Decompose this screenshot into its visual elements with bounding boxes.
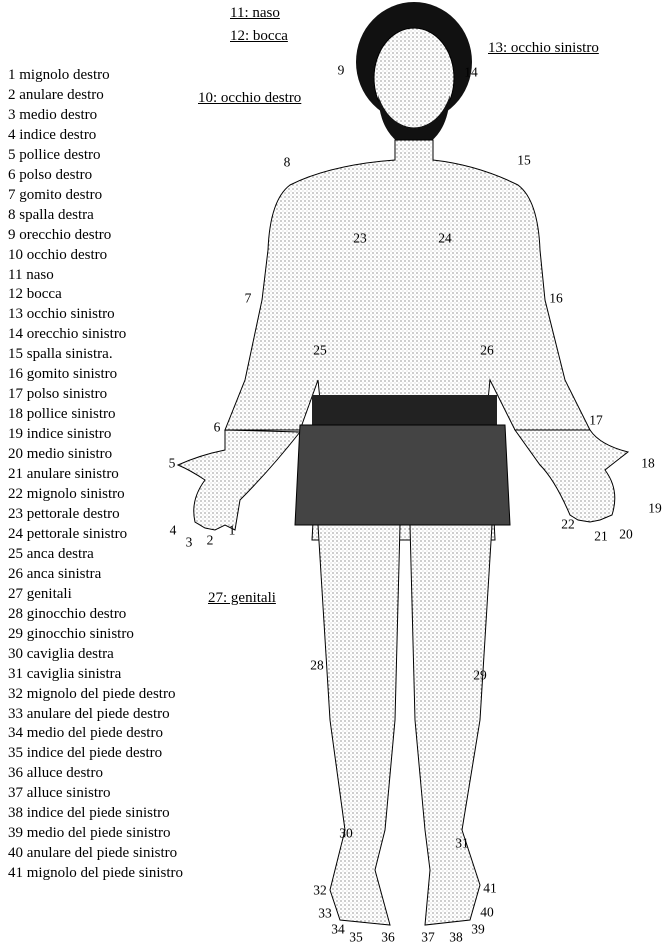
legend-item: 7 gomito destro bbox=[8, 186, 103, 203]
torso bbox=[224, 139, 591, 541]
legs bbox=[317, 524, 493, 926]
legend-item: 35 indice del piede destro bbox=[8, 745, 163, 762]
body-label: 2 bbox=[206, 532, 214, 548]
body-label: 41 bbox=[483, 880, 497, 896]
body-label: 18 bbox=[641, 455, 655, 471]
legend-item: 14 orecchio sinistro bbox=[8, 326, 127, 343]
legend-item: 23 pettorale destro bbox=[8, 505, 120, 522]
body-label: 3 bbox=[185, 534, 193, 550]
body-label: 30 bbox=[339, 825, 353, 841]
legend-item: 27 genitali bbox=[8, 585, 72, 602]
legend-item: 5 pollice destro bbox=[8, 146, 101, 163]
legend-item: 31 caviglia sinistra bbox=[8, 665, 122, 682]
legend-item: 6 polso destro bbox=[8, 166, 93, 183]
body-label: 25 bbox=[313, 342, 327, 358]
legend-item: 18 pollice sinistro bbox=[8, 406, 116, 423]
legend-item: 41 mignolo del piede sinistro bbox=[8, 865, 183, 882]
body-label: 17 bbox=[589, 412, 603, 428]
legend-item: 19 indice sinistro bbox=[8, 426, 112, 443]
callout-genitali: 27: genitali bbox=[208, 590, 276, 606]
body-label: 19 bbox=[648, 500, 662, 516]
legend-item: 32 mignolo del piede destro bbox=[8, 685, 176, 702]
legend-item: 1 mignolo destro bbox=[8, 67, 110, 83]
legend-item: 13 occhio sinistro bbox=[8, 306, 115, 323]
body-label: 34 bbox=[331, 921, 345, 937]
body-label: 38 bbox=[449, 929, 463, 945]
legend-item: 28 ginocchio destro bbox=[8, 605, 127, 622]
body-label: 5 bbox=[168, 455, 176, 471]
legend-item: 4 indice destro bbox=[8, 126, 97, 143]
legend-item: 20 medio sinistro bbox=[8, 446, 113, 463]
left-hand bbox=[514, 429, 630, 523]
legend-item: 3 medio destro bbox=[8, 106, 98, 123]
body-label: 4 bbox=[169, 522, 177, 538]
legend-item: 34 medio del piede destro bbox=[8, 725, 163, 742]
body-label: 21 bbox=[594, 528, 608, 544]
legend-item: 11 naso bbox=[8, 266, 54, 283]
body-label: 31 bbox=[455, 835, 469, 851]
legend-item: 38 indice del piede sinistro bbox=[8, 805, 170, 822]
body-label: 26 bbox=[480, 342, 494, 358]
callout-naso: 11: naso bbox=[230, 5, 280, 21]
body-label: 37 bbox=[421, 929, 435, 945]
skirt bbox=[294, 424, 511, 526]
body-label: 8 bbox=[283, 154, 291, 170]
legend-item: 25 anca destra bbox=[8, 545, 94, 562]
body-label: 22 bbox=[561, 516, 575, 532]
body-label: 40 bbox=[480, 904, 494, 920]
legend-item: 30 caviglia destra bbox=[8, 645, 114, 662]
body-label: 7 bbox=[244, 290, 252, 306]
body-label: 29 bbox=[473, 667, 487, 683]
legend-item: 12 bocca bbox=[8, 286, 62, 303]
callout-occhio-sinistro: 13: occhio sinistro bbox=[488, 40, 599, 56]
body-label: 6 bbox=[213, 419, 221, 435]
legend-item: 22 mignolo sinistro bbox=[8, 486, 125, 503]
body-label: 14 bbox=[464, 64, 478, 80]
legend-list: 1 mignolo destro 2 anulare destro 3 medi… bbox=[8, 66, 183, 884]
body-label: 16 bbox=[549, 290, 563, 306]
body-label: 24 bbox=[438, 230, 452, 246]
body-label: 9 bbox=[337, 62, 345, 78]
belt bbox=[312, 395, 497, 425]
body-label: 23 bbox=[353, 230, 367, 246]
right-hand bbox=[176, 429, 302, 531]
legend-item: 9 orecchio destro bbox=[8, 226, 112, 243]
legend-item: 39 medio del piede sinistro bbox=[8, 825, 171, 842]
legend-item: 15 spalla sinistra. bbox=[8, 346, 113, 363]
legend-item: 16 gomito sinistro bbox=[8, 366, 118, 383]
legend-item: 10 occhio destro bbox=[8, 246, 108, 263]
body-label: 15 bbox=[517, 152, 531, 168]
body-label: 20 bbox=[619, 526, 633, 542]
body-label: 32 bbox=[313, 882, 327, 898]
legend-item: 37 alluce sinistro bbox=[8, 785, 111, 802]
beard bbox=[378, 95, 450, 150]
legend-item: 26 anca sinistra bbox=[8, 565, 102, 582]
body-label: 33 bbox=[318, 905, 332, 921]
callout-occhio-destro: 10: occhio destro bbox=[198, 90, 302, 106]
legend-item: 2 anulare destro bbox=[8, 86, 104, 103]
callout-bocca: 12: bocca bbox=[230, 28, 288, 44]
legend-item: 17 polso sinistro bbox=[8, 386, 108, 403]
legend-item: 33 anulare del piede destro bbox=[8, 705, 170, 722]
legend-item: 21 anulare sinistro bbox=[8, 466, 119, 483]
body-label: 1 bbox=[228, 522, 236, 538]
body-label: 36 bbox=[381, 929, 395, 945]
legend-item: 36 alluce destro bbox=[8, 765, 103, 782]
body-label: 39 bbox=[471, 921, 485, 937]
legend-item: 8 spalla destra bbox=[8, 206, 94, 223]
legend-item: 40 anulare del piede sinistro bbox=[8, 845, 178, 862]
body-label: 35 bbox=[349, 929, 363, 945]
body-label: 28 bbox=[310, 657, 324, 673]
legend-item: 24 pettorale sinistro bbox=[8, 525, 128, 542]
legend-item: 29 ginocchio sinistro bbox=[8, 625, 134, 642]
